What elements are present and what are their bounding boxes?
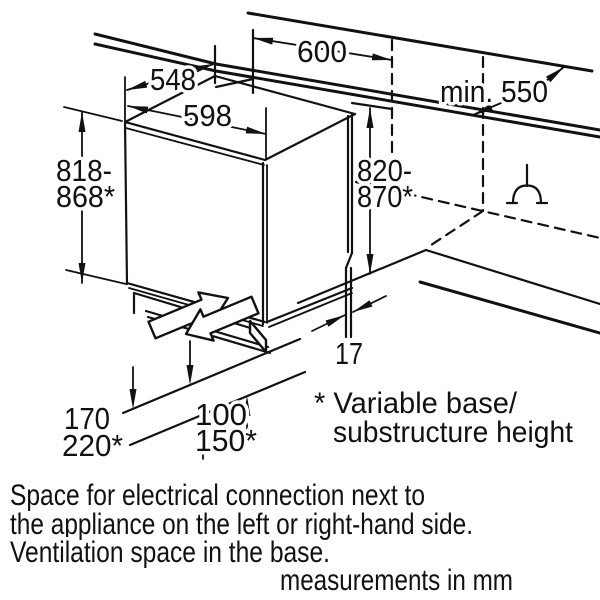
dimension-vent-clearance <box>199 396 251 460</box>
dimension-appliance-height <box>63 106 127 285</box>
dimension-worktop-depth <box>472 66 565 116</box>
dimension-plinth-height <box>129 340 194 409</box>
label-niche-height-1: 820- <box>357 153 412 188</box>
label-vent-clearance-2: 150* <box>195 423 257 458</box>
footnote-line-2: substructure height <box>333 416 574 449</box>
dimension-niche-width <box>252 37 393 61</box>
caption-line-2: the appliance on the left or right-hand … <box>10 508 473 541</box>
appliance-box <box>123 74 357 339</box>
dimension-rear-gap <box>311 295 387 332</box>
caption: Space for electrical connection next to … <box>7 476 517 600</box>
caption-line-3: Ventilation space in the base. <box>10 536 330 569</box>
niche-hidden-edges <box>354 38 600 249</box>
footnote-line-1: * Variable base/ <box>314 387 518 420</box>
label-appliance-depth: 548 <box>150 62 196 97</box>
label-appliance-width: 598 <box>183 98 232 133</box>
label-vent-clearance-1: 100 <box>195 397 247 432</box>
dimension-labels: 600 548 598 min. 550 818- 868* 820- 870*… <box>53 31 552 467</box>
footnote: * Variable base/ substructure height <box>311 384 578 453</box>
worktop-lines <box>93 11 600 139</box>
units-note: measurements in mm <box>280 564 513 597</box>
label-niche-width: 600 <box>297 34 347 69</box>
label-worktop-depth-min: min. 550 <box>440 74 548 109</box>
floor-lines <box>121 248 600 447</box>
appliance-foot <box>248 319 268 354</box>
label-appliance-height-2: 868* <box>56 179 115 214</box>
airflow-out-arrow <box>184 295 260 342</box>
label-plinth-height-2: 220* <box>62 428 123 463</box>
dimension-niche-height <box>366 107 374 275</box>
caption-line-1: Space for electrical connection next to <box>10 479 425 512</box>
label-appliance-height-1: 818- <box>56 153 112 188</box>
airflow-arrows <box>147 291 260 342</box>
socket-outlet-icon <box>505 163 549 205</box>
dimension-appliance-width <box>127 105 267 159</box>
label-plinth-height-1: 170 <box>64 401 110 436</box>
dimension-appliance-depth <box>124 63 215 123</box>
label-niche-height-2: 870* <box>357 179 413 214</box>
label-rear-gap: 17 <box>335 336 363 371</box>
